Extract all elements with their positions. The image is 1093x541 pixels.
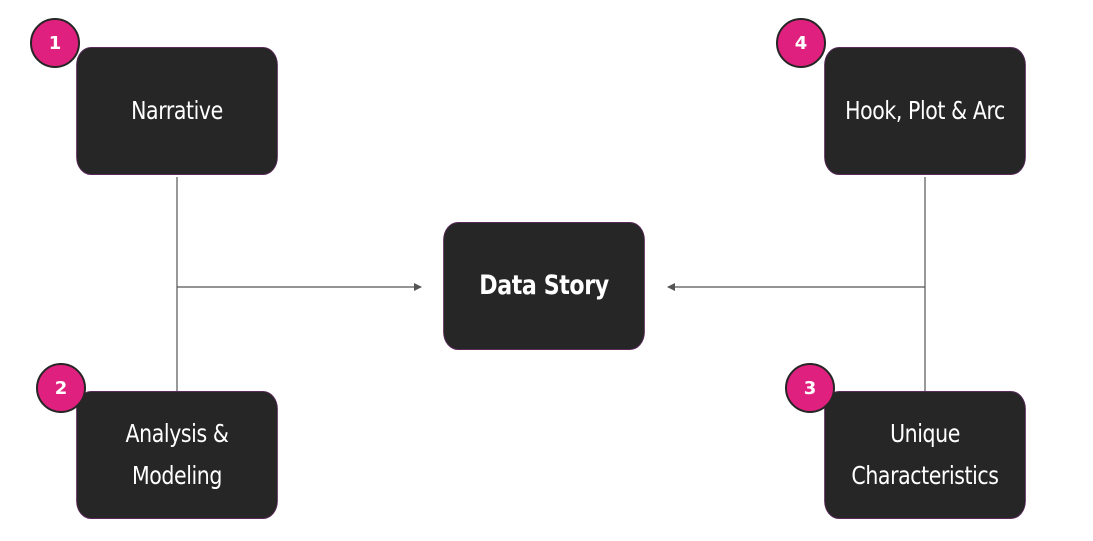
badge-1-number: 1 [48,32,62,54]
badge-3-number: 3 [803,377,817,399]
badge-4: 4 [776,18,826,68]
analysis-modeling-node: Analysis & Modeling [76,391,278,519]
narrative-node: Narrative [76,47,278,175]
unique-characteristics-label-line-2: Characteristics [851,461,999,490]
hook-plot-arc-label: Hook, Plot & Arc [845,96,1005,125]
analysis-modeling-label-line-2: Modeling [132,461,222,490]
unique-characteristics-node: Unique Characteristics [824,391,1026,519]
badge-2-number: 2 [54,377,68,399]
badge-2: 2 [36,363,86,413]
badge-4-number: 4 [794,32,808,54]
analysis-modeling-label-line-1: Analysis & [125,419,229,448]
badge-1: 1 [30,18,80,68]
narrative-label: Narrative [131,96,223,125]
badge-3: 3 [785,363,835,413]
unique-characteristics-label-line-1: Unique [890,419,960,448]
data-story-label: Data Story [479,270,609,301]
data-story-node: Data Story [443,222,645,350]
hook-plot-arc-node: Hook, Plot & Arc [824,47,1026,175]
